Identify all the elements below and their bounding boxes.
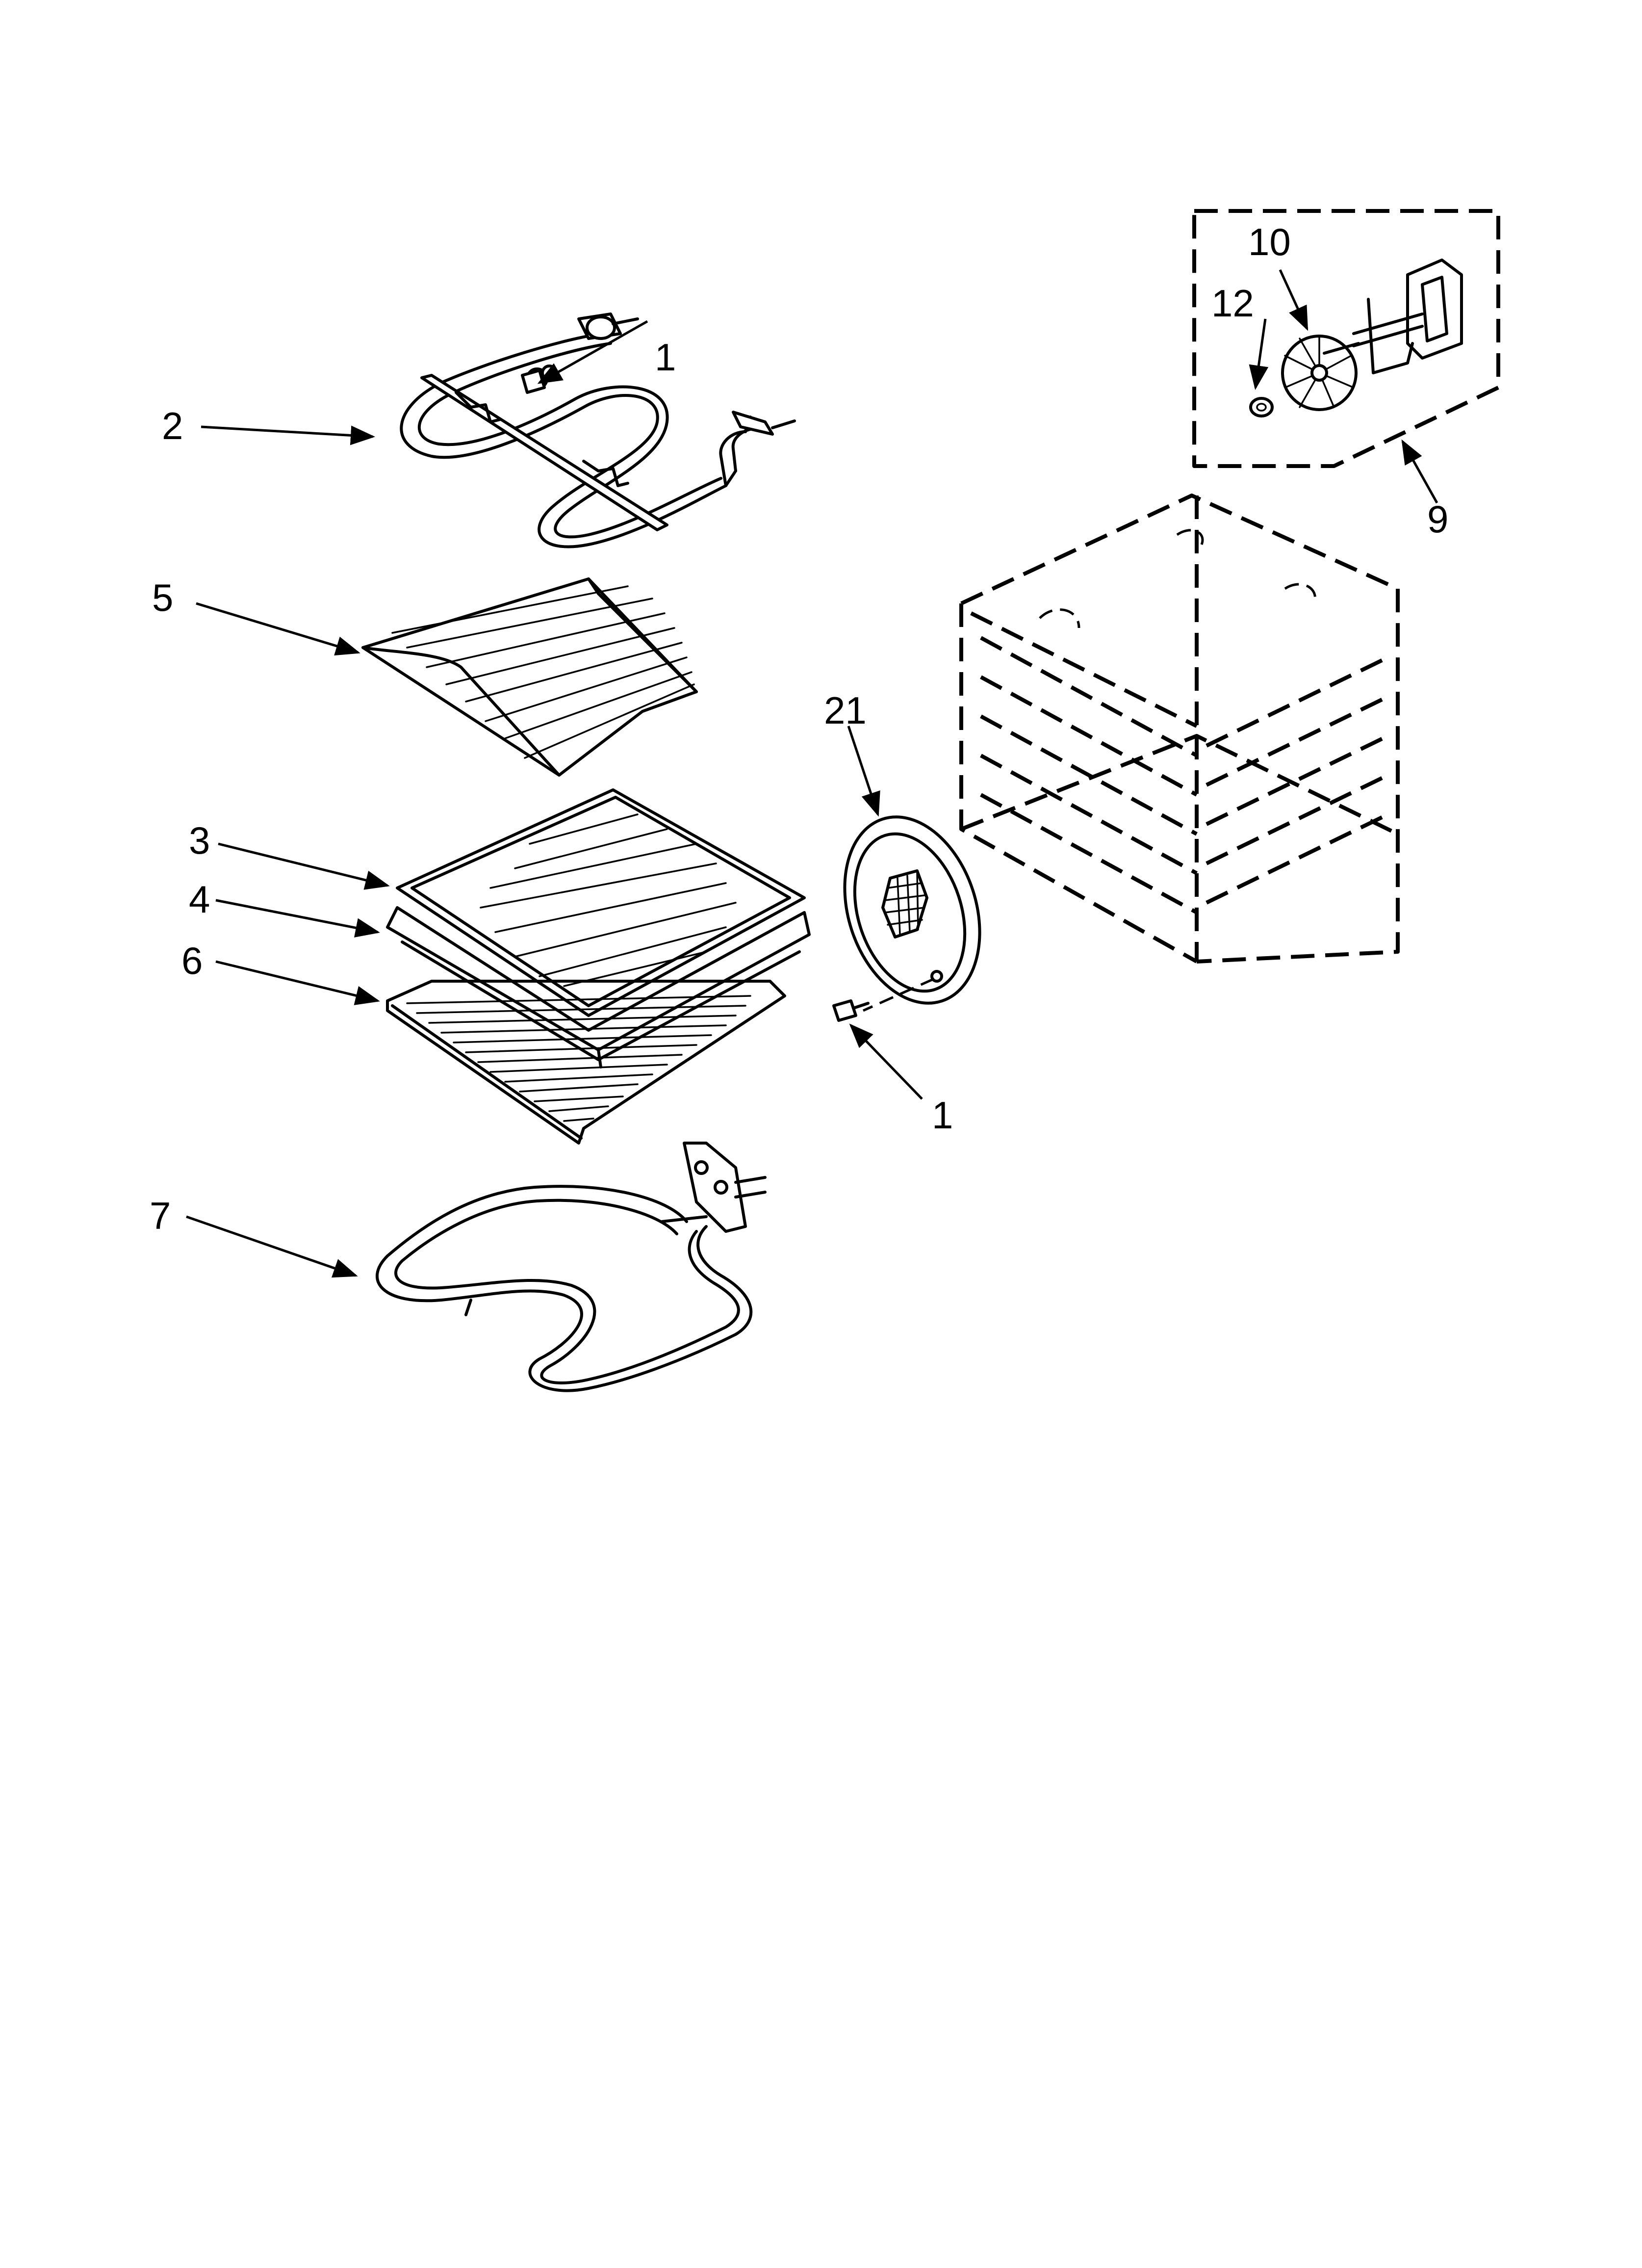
callout-3: 3 (189, 819, 210, 862)
bake-element-part (376, 1142, 767, 1392)
callout-10: 10 (1248, 220, 1291, 263)
callout-4: 4 (189, 878, 210, 921)
callout-9: 9 (1427, 497, 1448, 541)
callout-21: 21 (824, 689, 867, 732)
leader-lines (186, 269, 1438, 1278)
callout-6: 6 (181, 939, 203, 982)
callout-1-bottom: 1 (932, 1094, 953, 1137)
callout-1-top: 1 (655, 336, 676, 379)
broiler-shield-part (361, 577, 698, 777)
broiler-pan-grid-part (396, 788, 806, 1017)
oven-cavity-outline (959, 494, 1400, 964)
screw-part-bottom (832, 999, 870, 1022)
oven-rack-part (386, 980, 786, 1145)
callout-7: 7 (150, 1194, 171, 1237)
convection-fan-cover-part (843, 815, 981, 1012)
callout-5: 5 (152, 576, 173, 619)
callout-2: 2 (162, 404, 183, 447)
callout-12: 12 (1211, 282, 1254, 325)
convection-motor-assembly (1192, 209, 1500, 468)
callout-labels: 1 2 5 3 4 6 7 21 1 12 10 9 (150, 220, 1448, 1237)
